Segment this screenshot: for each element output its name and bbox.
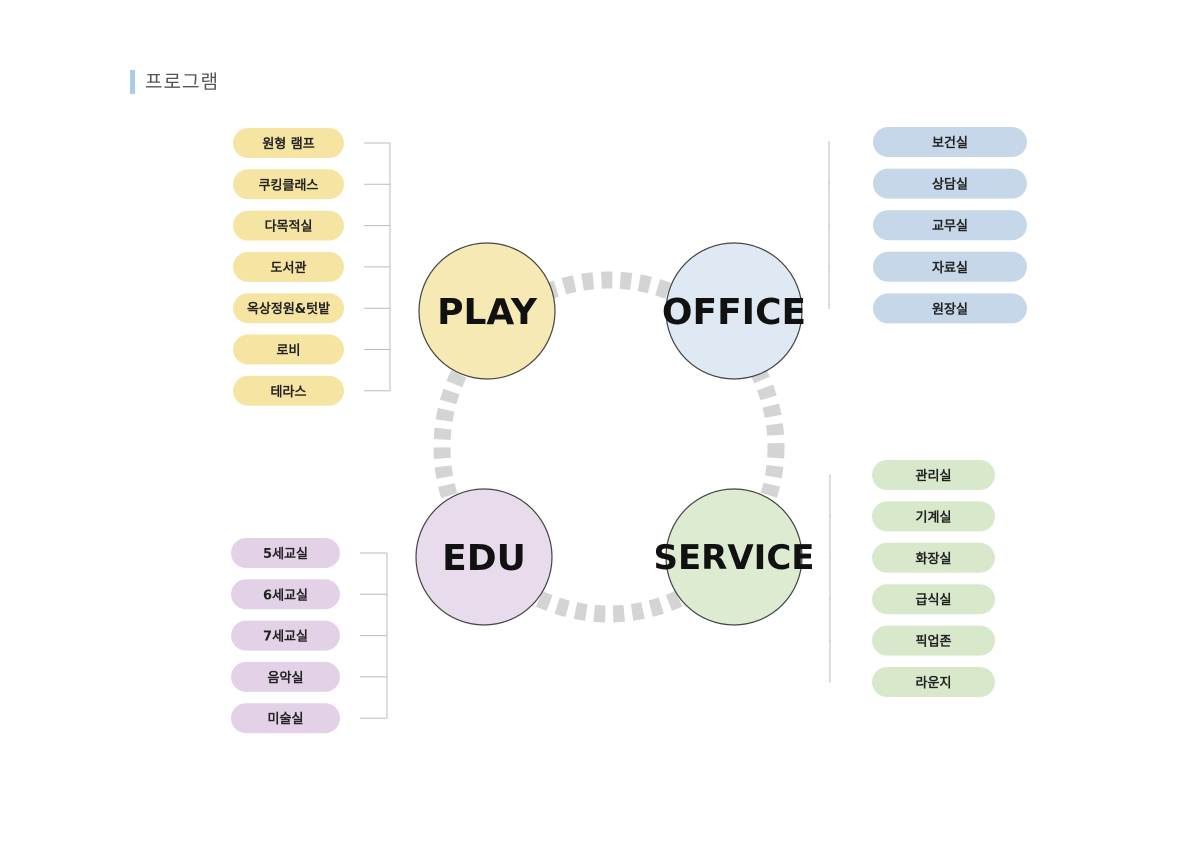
- edu-item-pill: 미술실: [231, 703, 340, 734]
- play-item-pill-shape: [233, 334, 344, 365]
- service-item-pill: 화장실: [872, 542, 995, 573]
- office-hub: OFFICE: [662, 242, 806, 380]
- service-item-label: 라운지: [916, 675, 952, 691]
- service-item-pill-shape: [872, 460, 995, 490]
- service-item-pill: 급식실: [872, 584, 995, 615]
- play-hub-label: PLAY: [437, 292, 538, 333]
- office-item-pill-shape: [873, 168, 1027, 199]
- edu-item-pill: 5세교실: [231, 538, 340, 568]
- office-item-pill: 교무실: [873, 210, 1027, 241]
- office-item-label: 자료실: [932, 260, 968, 276]
- edu-item-label: 5세교실: [263, 546, 308, 562]
- play-item-pill-shape: [233, 128, 344, 158]
- edu-item-label: 6세교실: [263, 587, 308, 603]
- office-item-pill: 자료실: [873, 251, 1027, 282]
- edu-item-pill: 음악실: [231, 661, 340, 692]
- play-item-pill-shape: [233, 210, 344, 241]
- edu-item-pill-shape: [231, 620, 340, 651]
- play-item-label: 옥상정원&텃밭: [247, 301, 330, 317]
- hub-circles: PLAY OFFICE EDU SERVICE: [415, 242, 815, 626]
- service-item-pill: 라운지: [872, 667, 995, 697]
- office-item-pill: 보건실: [873, 127, 1027, 157]
- edu-hub: EDU: [415, 488, 553, 626]
- play-hub-circle: [418, 242, 556, 380]
- office-item-pill-shape: [873, 293, 1027, 324]
- play-item-pill-shape: [233, 375, 344, 406]
- play-item-label: 다목적실: [265, 219, 313, 235]
- edu-hub-circle: [415, 488, 553, 626]
- service-item-pill-shape: [872, 584, 995, 615]
- play-item-label: 쿠킹클래스: [259, 178, 319, 193]
- play-item-label: 테라스: [271, 384, 307, 400]
- edu-hub-label: EDU: [442, 538, 526, 579]
- play-item-pill: 다목적실: [233, 210, 344, 241]
- play-item-pill: 로비: [233, 334, 344, 365]
- office-item-pill-shape: [873, 251, 1027, 282]
- edu-item-label: 음악실: [268, 670, 304, 686]
- play-item-label: 원형 램프: [262, 136, 314, 152]
- play-item-pill-shape: [233, 293, 344, 324]
- office-item-label: 보건실: [932, 135, 968, 151]
- office-item-label: 교무실: [932, 218, 968, 234]
- office-item-pill-shape: [873, 127, 1027, 157]
- page-heading: 프로그램: [145, 71, 219, 93]
- service-item-label: 급식실: [916, 592, 952, 608]
- office-item-pill-shape: [873, 210, 1027, 241]
- edu-item-pill: 7세교실: [231, 620, 340, 651]
- office-item-label: 원장실: [932, 301, 968, 317]
- edu-item-pill-shape: [231, 538, 340, 568]
- service-item-pill-shape: [872, 667, 995, 697]
- edu-item-pill-shape: [231, 703, 340, 734]
- play-item-pill: 쿠킹클래스: [233, 169, 344, 200]
- edu-item-pill: 6세교실: [231, 579, 340, 610]
- heading-accent-bar: [130, 70, 135, 94]
- edu-item-label: 미술실: [268, 711, 304, 727]
- service-item-label: 기계실: [916, 509, 952, 525]
- play-item-pill: 옥상정원&텃밭: [233, 293, 344, 324]
- dashed-ring: [433, 271, 785, 623]
- service-item-pill: 관리실: [872, 460, 995, 490]
- play-hub: PLAY: [418, 242, 556, 380]
- service-item-label: 화장실: [916, 551, 952, 567]
- edu-item-pill-shape: [231, 661, 340, 692]
- service-item-pill-shape: [872, 625, 995, 656]
- service-hub-label: SERVICE: [653, 538, 814, 578]
- office-item-pill: 상담실: [873, 168, 1027, 199]
- play-item-pill-shape: [233, 169, 344, 200]
- service-hub: SERVICE: [653, 488, 815, 626]
- service-item-pill: 기계실: [872, 501, 995, 532]
- service-item-pill: 픽업존: [872, 625, 995, 656]
- service-item-pill-shape: [872, 542, 995, 573]
- office-item-pill: 원장실: [873, 293, 1027, 324]
- play-item-pill: 테라스: [233, 375, 344, 406]
- service-item-label: 픽업존: [916, 634, 952, 650]
- office-item-label: 상담실: [932, 177, 968, 193]
- service-item-pill-shape: [872, 501, 995, 532]
- service-hub-circle: [665, 488, 803, 626]
- play-item-pill: 원형 램프: [233, 128, 344, 158]
- service-item-label: 관리실: [916, 468, 952, 484]
- edu-item-label: 7세교실: [263, 629, 308, 645]
- play-item-label: 로비: [277, 344, 301, 359]
- play-item-pill: 도서관: [233, 251, 344, 282]
- play-item-pill-shape: [233, 251, 344, 282]
- office-hub-label: OFFICE: [662, 292, 806, 333]
- edu-item-pill-shape: [231, 579, 340, 610]
- office-hub-circle: [665, 242, 803, 380]
- play-item-label: 도서관: [271, 260, 307, 276]
- bracket-lines: [360, 141, 831, 719]
